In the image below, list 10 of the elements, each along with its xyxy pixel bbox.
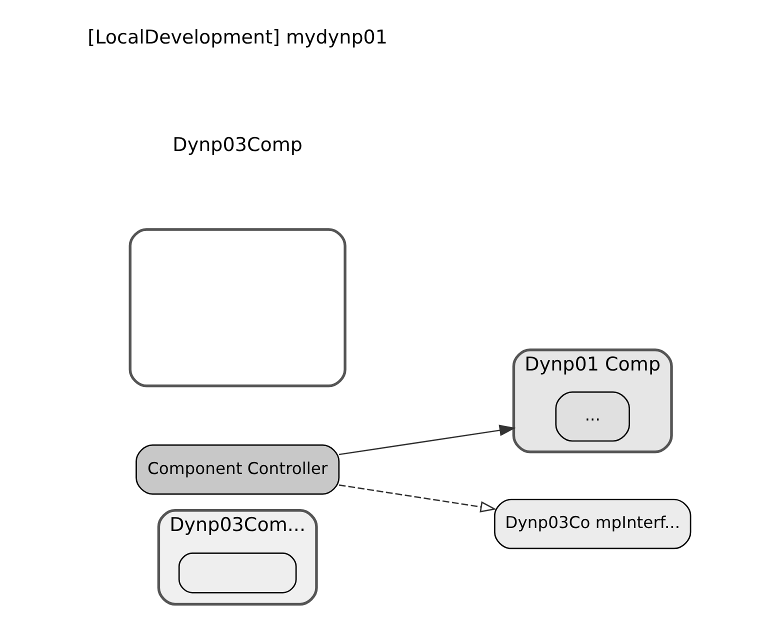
label: Dynp03Comp: [172, 134, 302, 156]
node-box: Dynp03Co mpInterf...: [494, 498, 691, 550]
arrow: [338, 424, 516, 456]
node-box: ...: [554, 391, 630, 442]
arrow: [338, 484, 496, 513]
node-box: Component Controller: [135, 444, 340, 495]
cluster: Dynp03Com...: [156, 509, 318, 606]
node-box: [128, 228, 346, 388]
label: [LocalDevelopment] mydynp01: [87, 26, 388, 48]
node-box: [178, 552, 296, 594]
